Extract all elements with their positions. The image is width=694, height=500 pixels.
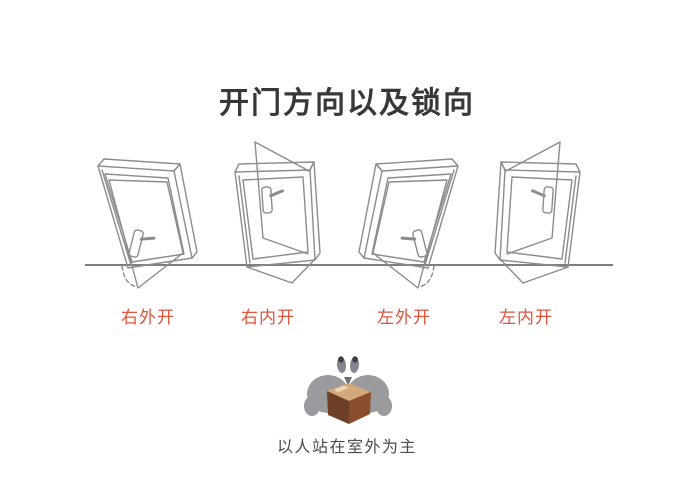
footer-caption: 以人站在室外为主 [276, 439, 417, 456]
door-label-left-outward: 左外开 [377, 308, 431, 327]
door-left-outward-illustration [357, 157, 460, 290]
door-label-left-inward: 左内开 [499, 308, 553, 327]
door-left-inward-illustration [493, 140, 582, 285]
door-label-right-inward: 右内开 [241, 308, 295, 327]
door-right-inward-illustration [234, 141, 321, 284]
page-title: 开门方向以及锁向 [219, 87, 475, 120]
person-carrying-box-icon [304, 356, 392, 424]
door-right-outward-illustration [97, 158, 198, 289]
ground-line [85, 264, 613, 266]
door-label-right-outward: 右外开 [121, 308, 175, 327]
